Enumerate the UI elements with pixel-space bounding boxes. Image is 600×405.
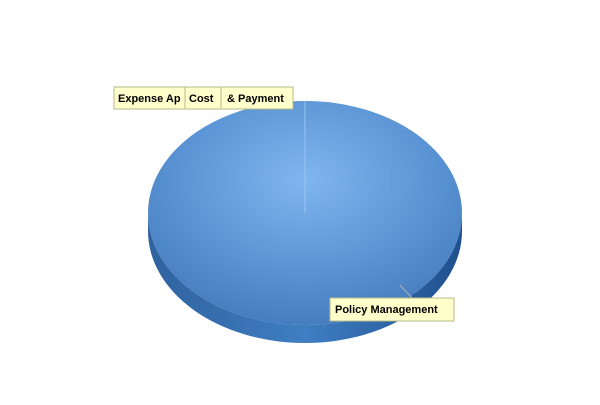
label-payment-text: & Payment xyxy=(227,93,284,105)
label-expense: Expense Ap xyxy=(113,86,187,110)
label-payment-box xyxy=(220,86,294,110)
label-cost: Cost xyxy=(184,86,222,110)
label-payment: & Payment xyxy=(220,86,294,110)
label-policy: Policy Management xyxy=(329,297,455,322)
label-cost-text: Cost xyxy=(189,93,214,105)
leader-line-policy xyxy=(399,284,413,299)
label-policy-box xyxy=(329,297,455,322)
label-policy-text: Policy Management xyxy=(335,304,438,316)
label-expense-text: Expense Ap xyxy=(118,93,181,105)
